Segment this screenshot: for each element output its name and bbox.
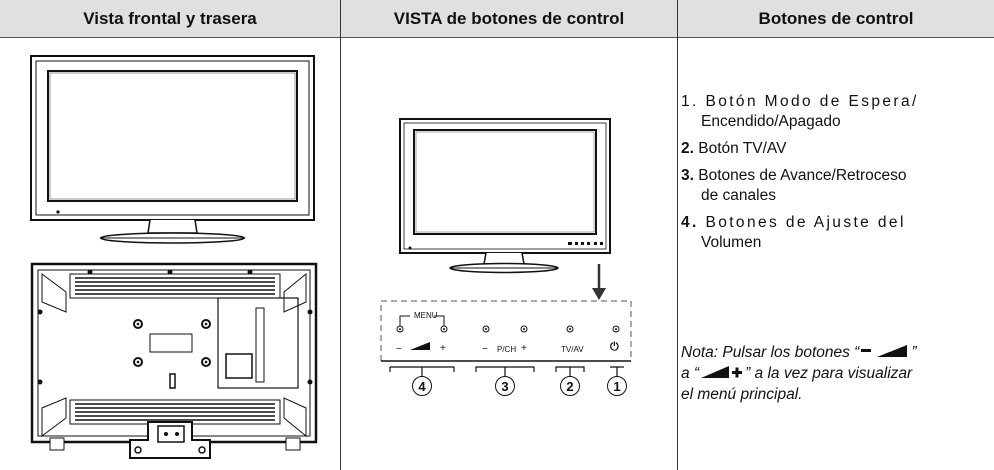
list-item: 4. Botones de Ajuste del Volumen bbox=[681, 213, 994, 253]
item-text-continued: de canales bbox=[701, 187, 776, 204]
control-panel-box bbox=[380, 300, 632, 362]
header-front-rear-view: Vista frontal y trasera bbox=[0, 0, 340, 38]
tv-control-view-illustration bbox=[399, 118, 611, 274]
callout-3: 3 bbox=[495, 376, 515, 396]
item-number: 2. bbox=[681, 140, 694, 157]
pch-label: P/CH bbox=[497, 345, 517, 354]
callout-1: 1 bbox=[607, 376, 627, 396]
channel-plus-label: + bbox=[521, 343, 527, 354]
channel-minus-label: − bbox=[482, 344, 488, 355]
volume-minus-label: − bbox=[396, 344, 402, 355]
minus-wedge-icon bbox=[861, 345, 908, 357]
tvav-label: TV/AV bbox=[561, 345, 584, 354]
tv-front-illustration bbox=[30, 55, 315, 244]
column-divider-2 bbox=[677, 0, 678, 470]
callout-2: 2 bbox=[560, 376, 580, 396]
item-text-continued: Volumen bbox=[701, 234, 762, 251]
note-text: Nota: Pulsar los botones “ ” a “ ” a la ve… bbox=[681, 342, 994, 405]
header-control-buttons: Botones de control bbox=[678, 0, 994, 38]
list-item: 1. Botón Modo de Espera/ Encendido/Apaga… bbox=[681, 92, 994, 132]
item-text: Botón TV/AV bbox=[698, 140, 787, 157]
note-part: ” bbox=[911, 344, 917, 361]
item-text: Botones de Avance/Retroceso bbox=[698, 167, 907, 184]
power-icon: ⏻ bbox=[610, 341, 619, 353]
callout-4: 4 bbox=[412, 376, 432, 396]
note-part: Nota: Pulsar los botones “ bbox=[681, 344, 860, 361]
item-text: Botones de Ajuste del bbox=[705, 214, 906, 231]
volume-plus-label: + bbox=[440, 343, 446, 354]
header-control-buttons-view: VISTA de botones de control bbox=[341, 0, 677, 38]
item-text-continued: Encendido/Apagado bbox=[701, 113, 841, 130]
item-text: Botón Modo de Espera/ bbox=[705, 93, 919, 110]
item-number: 1. bbox=[681, 93, 699, 110]
note-part: ” a la vez para visualizar bbox=[745, 365, 913, 382]
list-item: 3. Botones de Avance/Retroceso de canale… bbox=[681, 166, 994, 206]
item-number: 4. bbox=[681, 214, 699, 231]
note-part: el menú principal. bbox=[681, 386, 803, 403]
wedge-plus-icon bbox=[701, 366, 743, 378]
callout-brackets bbox=[389, 366, 624, 376]
column-divider-1 bbox=[340, 0, 341, 470]
tv-rear-illustration bbox=[30, 262, 318, 459]
item-number: 3. bbox=[681, 167, 694, 184]
control-buttons-list: 1. Botón Modo de Espera/ Encendido/Apaga… bbox=[681, 92, 994, 260]
list-item: 2. Botón TV/AV bbox=[681, 139, 994, 159]
arrow-down-icon bbox=[592, 264, 606, 300]
note-part: a “ bbox=[681, 365, 700, 382]
menu-label: MENU bbox=[414, 311, 438, 320]
